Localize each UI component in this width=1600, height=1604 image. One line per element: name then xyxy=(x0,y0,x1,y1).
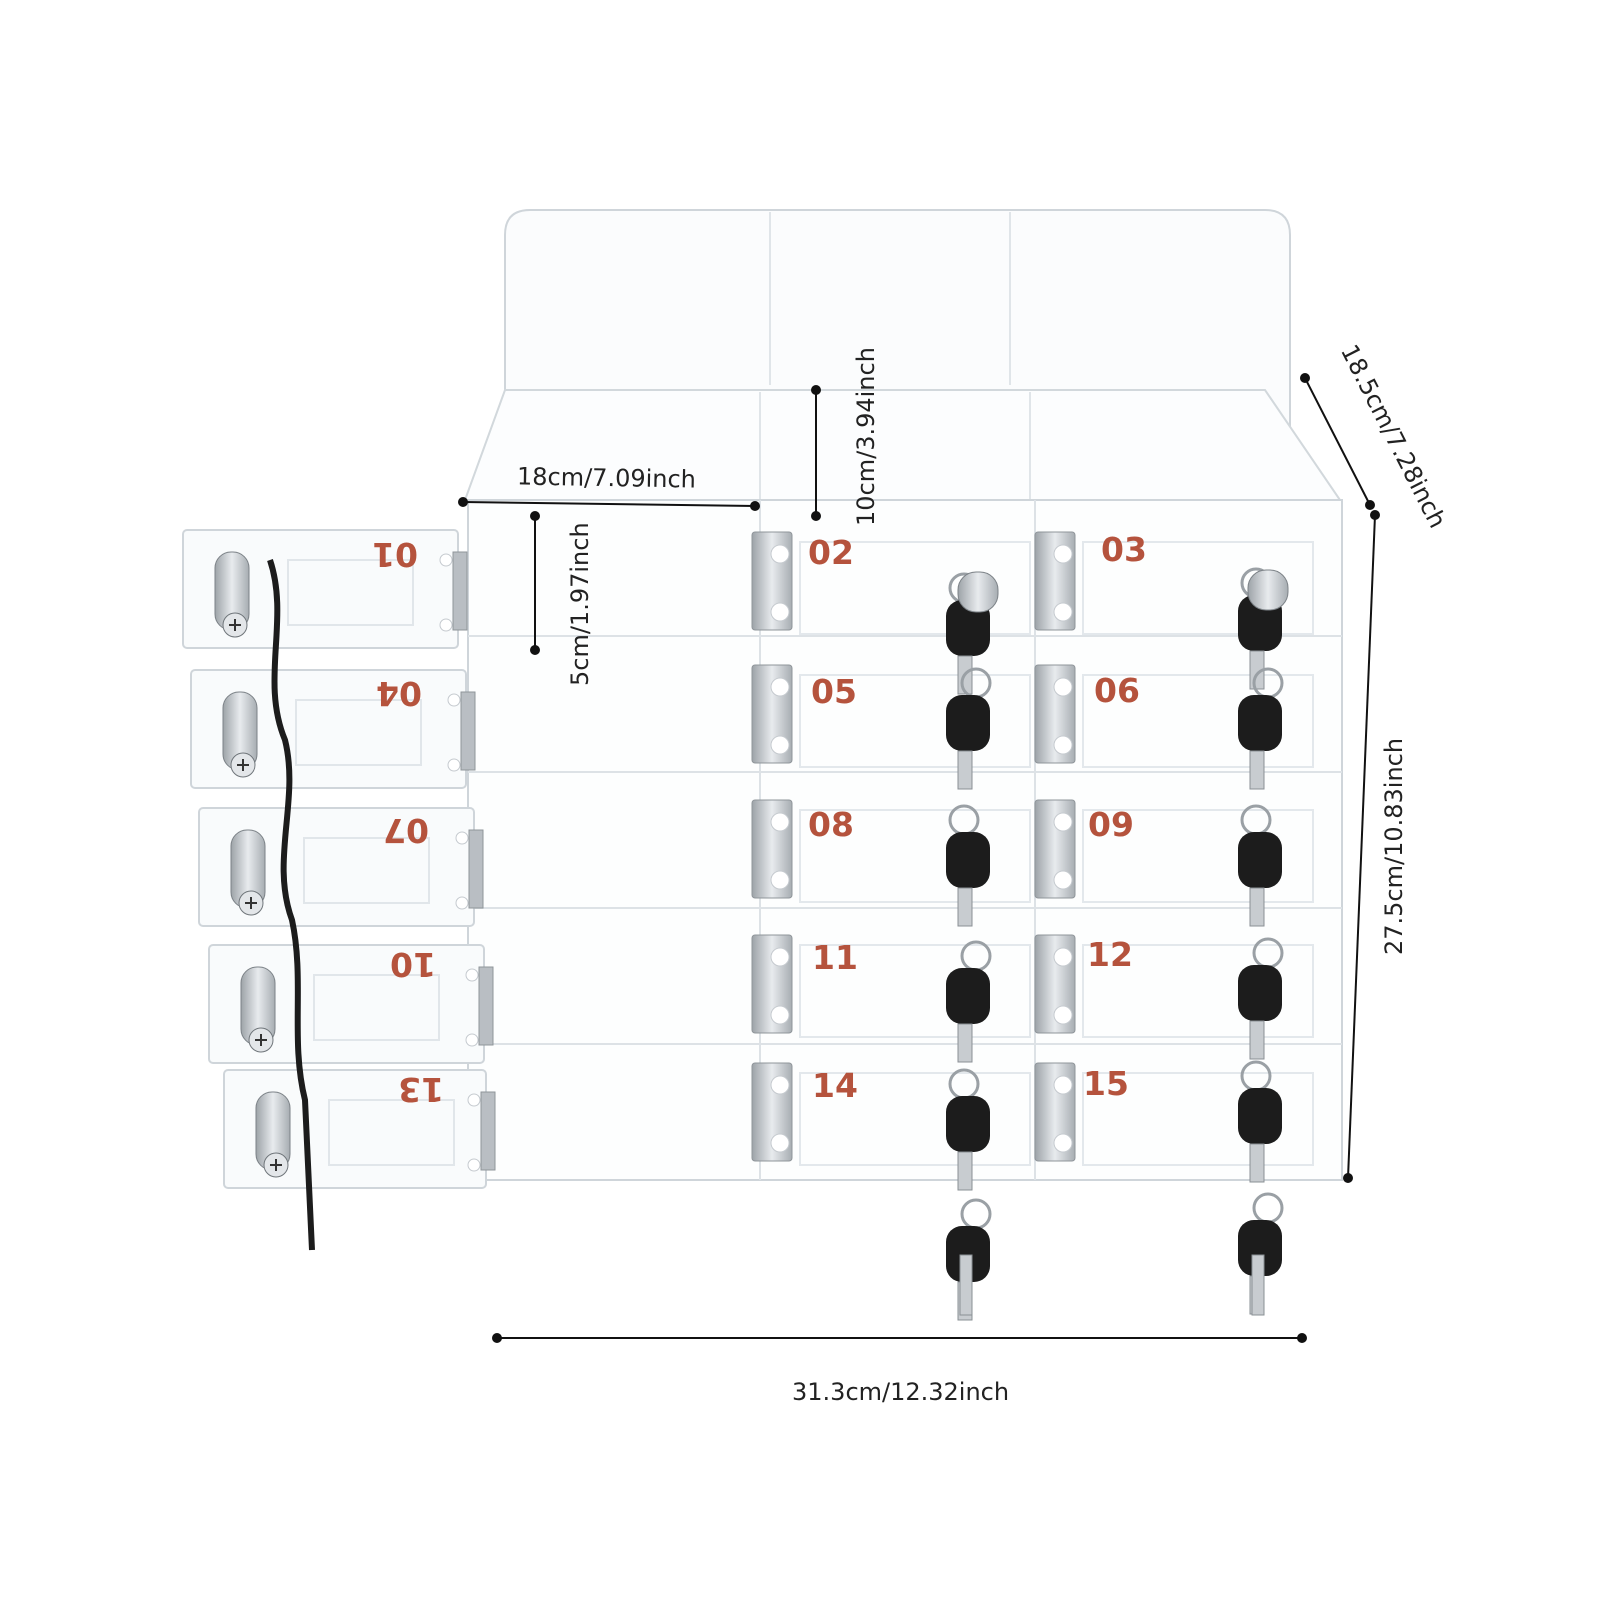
hinge-1-3 xyxy=(1034,934,1314,1038)
hinge-0-1 xyxy=(751,664,1031,768)
hinge-1-4 xyxy=(1034,1062,1314,1166)
lock-top-0 xyxy=(957,571,999,613)
left-key-chain xyxy=(267,559,315,1251)
lock-top-1 xyxy=(1247,569,1289,611)
door-number-03: 03 xyxy=(1101,530,1147,569)
open-door-left-4 xyxy=(223,1069,496,1189)
door-number-06: 06 xyxy=(1094,671,1140,710)
middle-key-bunch xyxy=(946,572,992,1321)
dimension-lines xyxy=(458,373,1380,1343)
open-door-left-0 xyxy=(182,529,468,649)
hinge-0-0 xyxy=(751,531,1031,635)
hinge-0-3 xyxy=(751,934,1031,1038)
open-door-left-3 xyxy=(208,944,494,1064)
door-height-label: 5cm/1.97inch xyxy=(566,522,594,686)
door-number-01: 01 xyxy=(372,535,418,574)
door-number-07: 07 xyxy=(383,811,429,850)
door-number-10: 10 xyxy=(390,945,436,984)
back-height-label: 10cm/3.94inch xyxy=(852,347,880,526)
door-number-09: 09 xyxy=(1088,805,1134,844)
door-number-12: 12 xyxy=(1087,935,1133,974)
door-number-02: 02 xyxy=(808,533,854,572)
door-number-11: 11 xyxy=(812,938,858,977)
door-number-15: 15 xyxy=(1083,1064,1129,1103)
door-number-05: 05 xyxy=(811,672,857,711)
total-height-label: 27.5cm/10.83inch xyxy=(1380,737,1408,955)
compartment-width-label: 18cm/7.09inch xyxy=(516,462,697,494)
doors-layer xyxy=(182,529,1314,1189)
keys-layer xyxy=(267,559,1289,1321)
door-number-08: 08 xyxy=(808,805,854,844)
door-number-04: 04 xyxy=(376,674,422,713)
hinge-0-4 xyxy=(751,1062,1031,1166)
door-number-14: 14 xyxy=(812,1066,858,1105)
door-number-13: 13 xyxy=(398,1070,444,1109)
hinge-1-1 xyxy=(1034,664,1314,768)
hinge-1-0 xyxy=(1034,531,1314,635)
hinge-0-2 xyxy=(751,799,1031,903)
cabinet-body xyxy=(467,499,1343,1181)
hinge-1-2 xyxy=(1034,799,1314,903)
open-door-left-1 xyxy=(190,669,476,789)
total-width-label: 31.3cm/12.32inch xyxy=(792,1378,1010,1406)
open-door-left-2 xyxy=(198,807,484,927)
